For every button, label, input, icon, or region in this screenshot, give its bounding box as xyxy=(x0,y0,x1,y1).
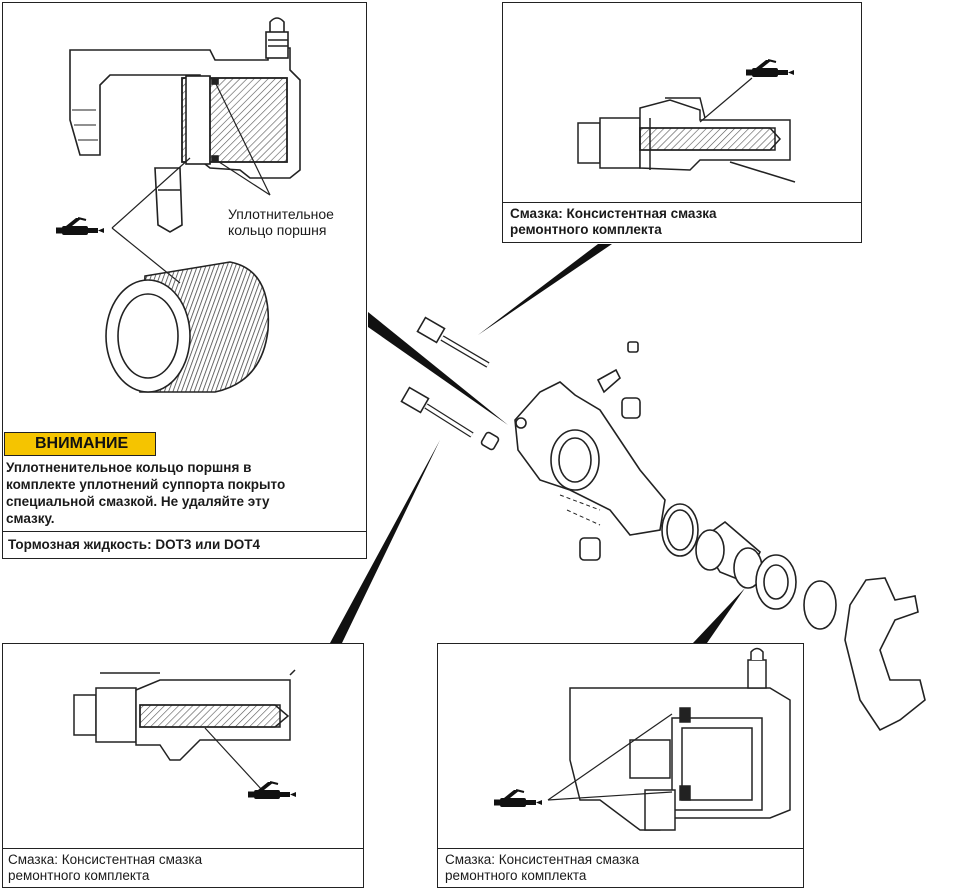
brake-fluid-note: Тормозная жидкость: DOT3 или DOT4 xyxy=(8,537,261,552)
bottom-left-caption-line2: ремонтного комплекта xyxy=(8,868,150,883)
warning-text-line1: Уплотненительное кольцо поршня в xyxy=(6,460,252,475)
leader-wedge-bottom-right xyxy=(693,588,745,643)
lower-guide-pin-section xyxy=(73,669,296,761)
bottom-right-caption-line2: ремонтного комплекта xyxy=(445,868,587,883)
warning-text-line4: смазку. xyxy=(6,511,55,526)
warning-text-line3: специальной смазкой. Не удаляйте эту xyxy=(6,494,270,509)
top-right-caption-line1: Смазка: Консистентная смазка xyxy=(510,206,717,221)
leader-wedge-top-right xyxy=(478,244,612,335)
bottom-right-caption-line1: Смазка: Консистентная смазка xyxy=(445,852,640,867)
top-right-caption: Смазка: Консистентная смазка ремонтного … xyxy=(510,206,717,238)
warning-badge-label: ВНИМАНИЕ xyxy=(35,435,129,452)
bottom-left-caption-line1: Смазка: Консистентная смазка xyxy=(8,852,203,867)
grease-gun-icon xyxy=(745,59,795,78)
bottom-left-caption-divider xyxy=(2,848,364,849)
grease-gun-icon xyxy=(493,789,543,808)
caliper-cross-section xyxy=(69,17,301,233)
warning-text-line2: комплекте уплотнений суппорта покрыто xyxy=(6,477,286,492)
leader-wedge-bottom-left xyxy=(330,440,440,643)
piston-drawing xyxy=(105,261,270,393)
upper-guide-pin-section xyxy=(577,97,796,183)
grease-gun-icon xyxy=(247,781,297,800)
piston-seal-label-line2: кольцо поршня xyxy=(228,222,327,238)
bottom-right-caption-divider xyxy=(437,848,804,849)
fluid-note-divider xyxy=(2,531,367,532)
piston-seal-label-line1: Уплотнительное xyxy=(228,206,334,222)
leader-wedge-top-left xyxy=(368,312,508,425)
piston-seal-label: Уплотнительное кольцо поршня xyxy=(228,206,334,238)
top-right-caption-divider xyxy=(502,202,862,203)
caliper-body-section xyxy=(569,647,791,831)
bottom-left-caption: Смазка: Консистентная смазка ремонтного … xyxy=(8,852,202,884)
warning-badge: ВНИМАНИЕ xyxy=(4,432,156,456)
warning-text: Уплотненительное кольцо поршня в комплек… xyxy=(6,459,346,527)
bottom-right-caption: Смазка: Консистентная смазка ремонтного … xyxy=(445,852,639,884)
grease-gun-icon xyxy=(55,217,105,236)
top-right-caption-line2: ремонтного комплекта xyxy=(510,222,662,237)
exploded-parts xyxy=(400,316,926,732)
